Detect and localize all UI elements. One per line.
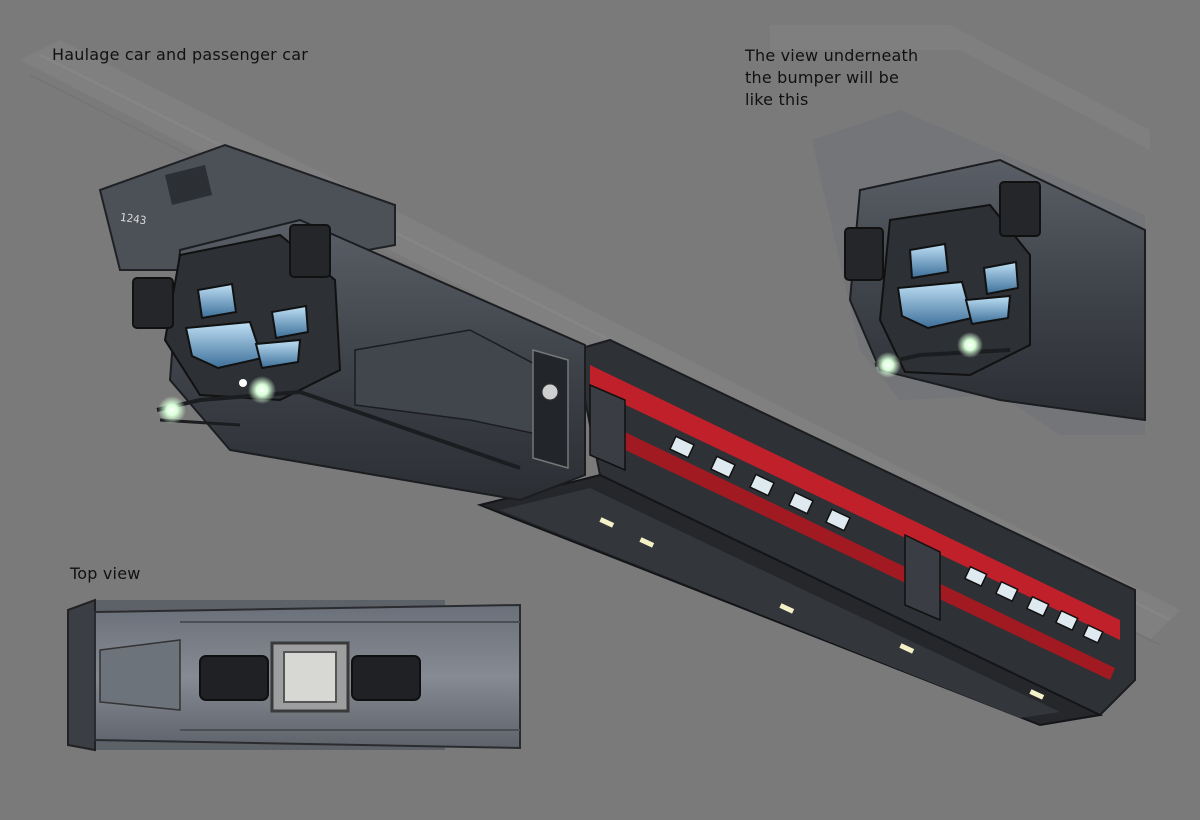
passenger-windows — [668, 435, 1104, 644]
caption-underneath-line-3: like this — [745, 90, 809, 109]
caption-top-view: Top view — [70, 564, 141, 583]
car-number: 1243 — [119, 211, 147, 228]
underneath-view-inset — [812, 110, 1146, 435]
haulage-car: 1243 — [98, 143, 586, 502]
top-view-drawing — [67, 598, 521, 752]
caption-underneath-line-2: the bumper will be — [745, 68, 899, 87]
caption-underneath-line-1: The view underneath — [745, 46, 919, 65]
cab-windows — [184, 282, 310, 370]
train-main: 1243 — [98, 143, 1136, 727]
caption-haulage-passenger: Haulage car and passenger car — [52, 45, 309, 64]
passenger-car — [476, 338, 1136, 727]
caption-underneath-view: The view underneath the bumper will be l… — [745, 45, 918, 111]
